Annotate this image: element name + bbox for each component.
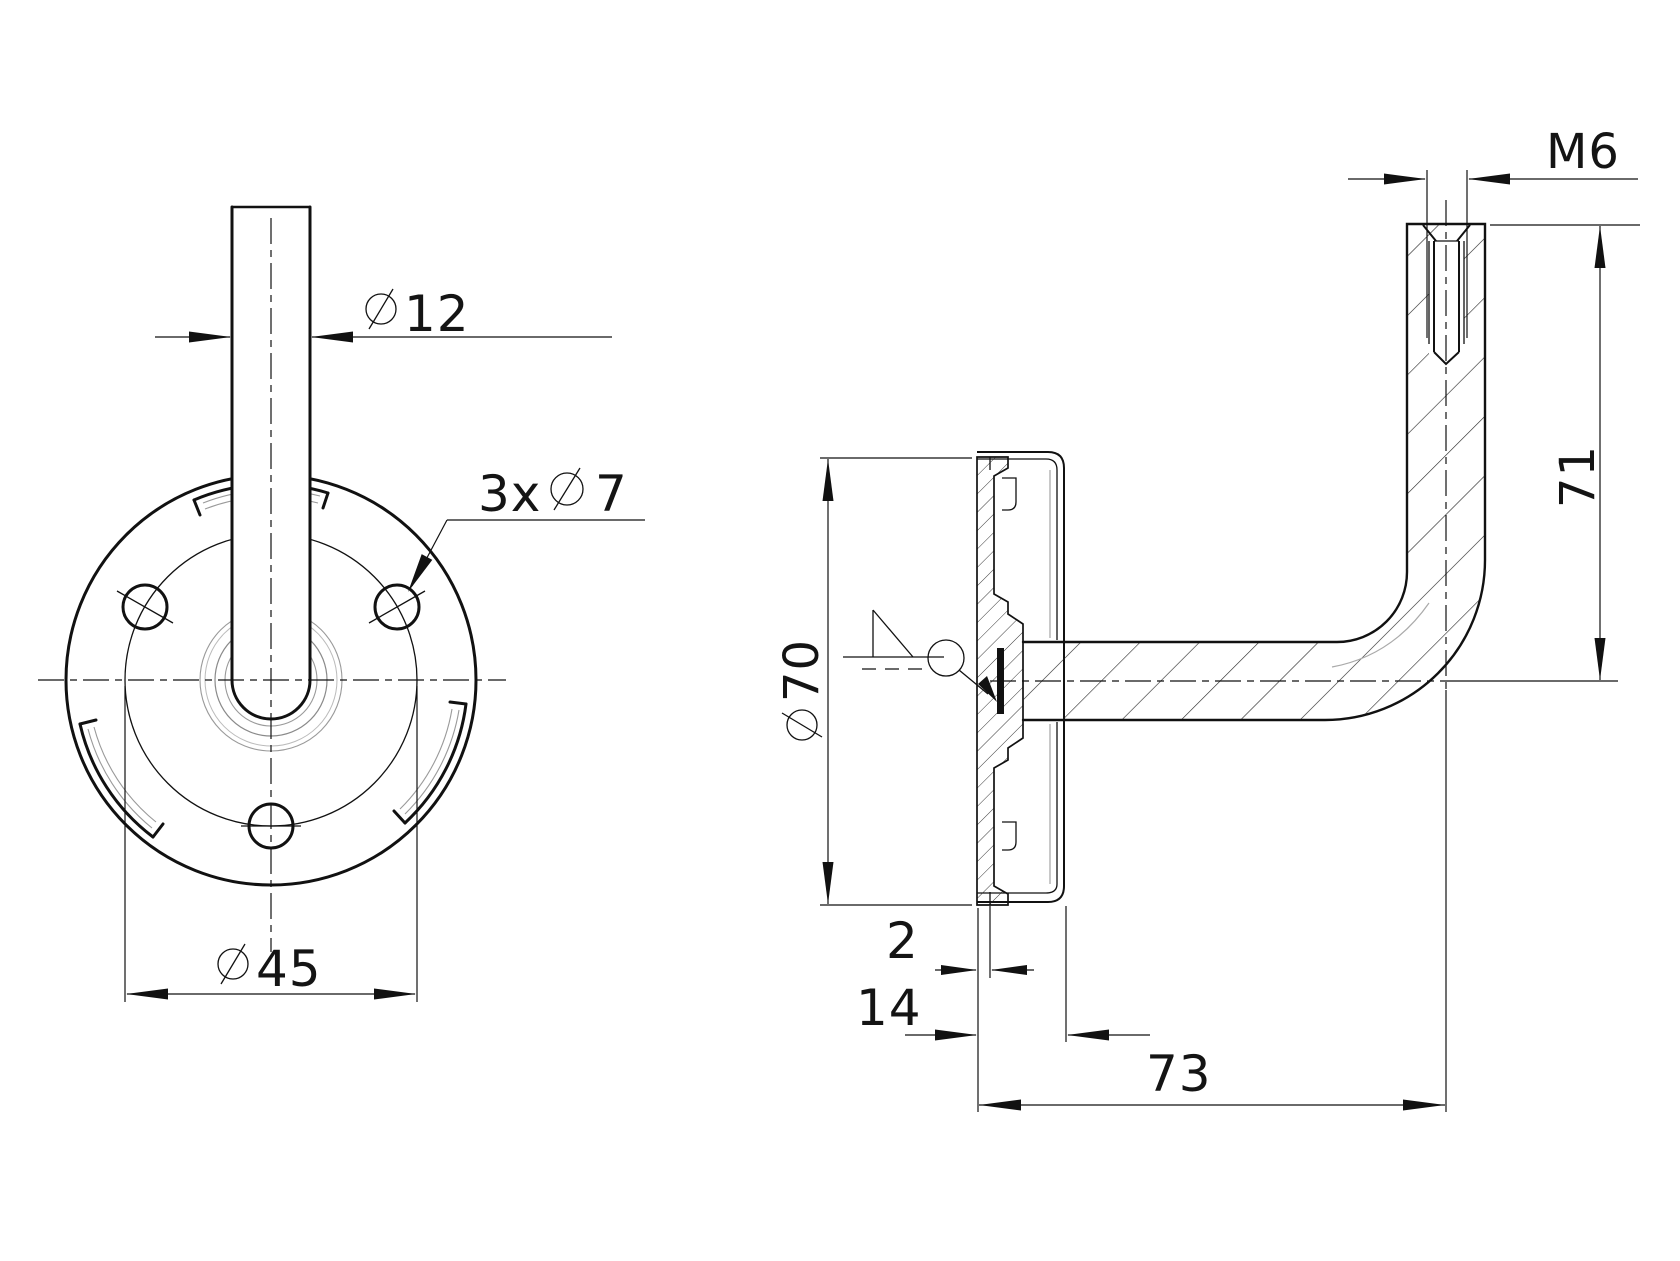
- dim-arm-reach-value: 73: [1146, 1045, 1212, 1103]
- dim-flange-diameter: 70: [774, 457, 972, 906]
- dim-arm-height: 71: [1450, 224, 1640, 682]
- diameter-symbol-icon: [365, 288, 397, 330]
- dim-rod-diameter: 12: [155, 285, 612, 343]
- cap-bottom-hook: [1002, 821, 1017, 851]
- side-view: M6 71 70: [774, 124, 1640, 1112]
- balloon-circle: [927, 639, 965, 677]
- dim-arm-height-value: 71: [1550, 445, 1606, 508]
- bracket-arm-outline: [1021, 222, 1487, 722]
- dim-base-depth: 14: [856, 906, 1150, 1042]
- dim-flange-diameter-value: 70: [774, 639, 830, 702]
- bend-contour: [1331, 602, 1430, 668]
- diameter-symbol-icon: [217, 943, 249, 985]
- surface-finish-icon: [872, 609, 914, 658]
- dim-cover-gap: 2: [886, 906, 1034, 1112]
- snap-slot-lower-left: [78, 718, 165, 839]
- dim-rod-diameter-value: 12: [404, 285, 470, 343]
- cap-top-hook: [1002, 477, 1017, 511]
- dim-cover-gap-value: 2: [886, 912, 919, 970]
- diameter-symbol-icon: [550, 467, 584, 511]
- callout-holes-count: 3x: [478, 465, 541, 523]
- front-view: 12 45 3x 7: [38, 205, 645, 1002]
- bracket-arm-hatch: [1023, 224, 1485, 720]
- dim-arm-reach: 73: [979, 1045, 1445, 1111]
- dim-bolt-circle-value: 45: [256, 940, 322, 998]
- callout-holes: 3x 7: [408, 465, 645, 592]
- surface-finish-annotation: [843, 609, 997, 702]
- dim-bolt-circle: 45: [124, 686, 418, 1002]
- snap-slot-lower-right: [392, 700, 468, 825]
- diameter-symbol-icon: [781, 709, 823, 741]
- callout-holes-value: 7: [595, 465, 628, 523]
- dim-thread-value: M6: [1546, 124, 1620, 180]
- dim-thread-m6: M6: [1348, 124, 1638, 338]
- dim-base-depth-value: 14: [856, 979, 922, 1037]
